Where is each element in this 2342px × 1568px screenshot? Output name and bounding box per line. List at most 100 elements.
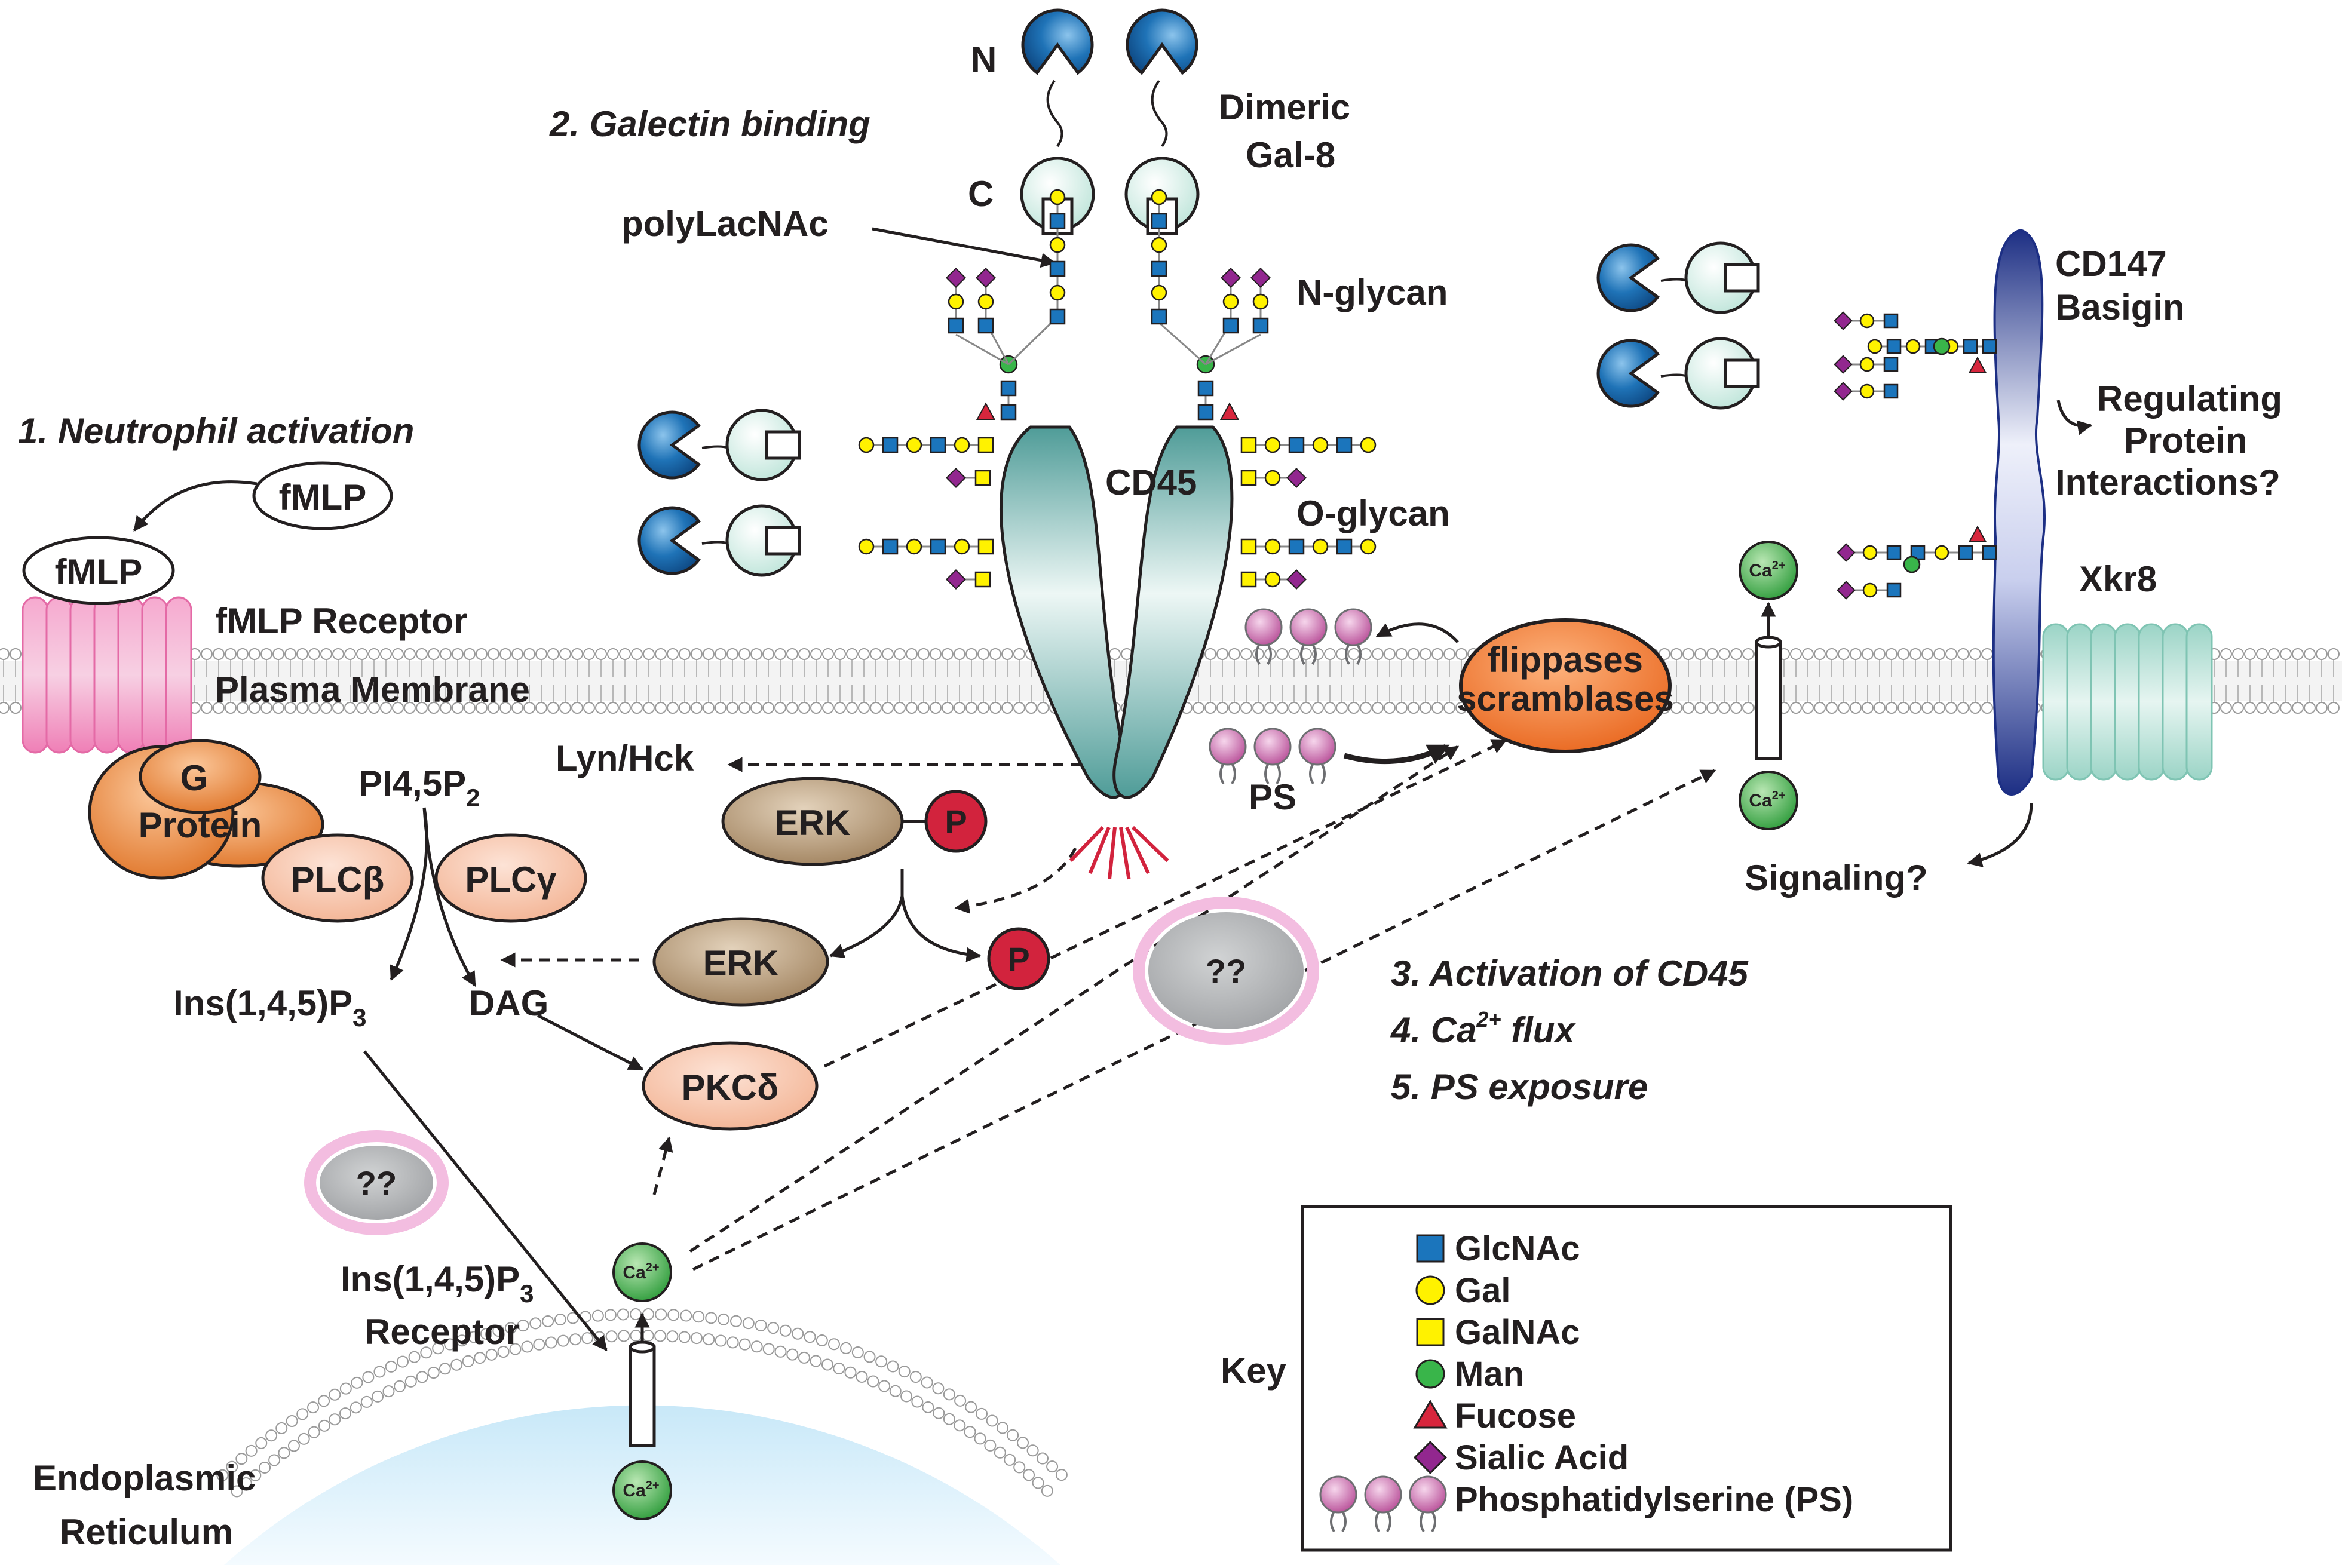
- lipid-head: [332, 648, 344, 660]
- label-lyn-hck: Lyn/Hck: [556, 738, 694, 778]
- lipid-head: [1862, 648, 1874, 660]
- lipid-head: [1360, 702, 1372, 714]
- glycan-sia: [1837, 581, 1856, 600]
- phosphate-group: P: [924, 790, 988, 853]
- er-lipid-head: [618, 1330, 630, 1342]
- er-lipid-head: [738, 1338, 751, 1351]
- glycan-gal: [1049, 237, 1066, 253]
- er-lipid-head: [474, 1352, 486, 1364]
- channel-top: [629, 1340, 656, 1354]
- galectin-binding-pocket: [1724, 263, 1760, 293]
- key-circle-symbol: [1415, 1275, 1445, 1305]
- label-ps: PS: [1249, 777, 1296, 817]
- glycan-gal: [1862, 582, 1878, 598]
- label-o-glycan: O-glycan: [1296, 493, 1450, 533]
- lipid-head: [1874, 648, 1886, 660]
- arrow-scramble-out: [1343, 744, 1450, 765]
- lipid-head: [2280, 702, 2292, 714]
- galectin-n-crd: [1126, 8, 1198, 75]
- glycan-gal: [954, 538, 970, 555]
- lipid-head: [738, 702, 750, 714]
- lipid-head: [726, 648, 738, 660]
- lipid-head: [260, 648, 272, 660]
- lipid-head: [1109, 648, 1121, 660]
- lipid-head: [1025, 702, 1037, 714]
- er-lipid-head: [878, 1380, 891, 1392]
- er-lipid-head: [887, 1360, 899, 1373]
- lipid-head: [559, 702, 571, 714]
- er-lipid-head: [318, 1395, 330, 1407]
- er-lipid-head: [275, 1422, 288, 1434]
- lipid-head: [1228, 702, 1240, 714]
- er-lipid-head: [703, 1333, 715, 1346]
- er-lipid-head: [1007, 1429, 1019, 1441]
- galectin-linker: [1046, 79, 1063, 148]
- arrow-flip-in: [1375, 622, 1459, 643]
- er-lipid-head: [416, 1371, 428, 1383]
- lipid-head: [1013, 648, 1025, 660]
- er-lipid-head: [504, 1322, 517, 1334]
- crd-shape: [1596, 339, 1660, 408]
- lipid-head: [1826, 648, 1838, 660]
- gal8-lower-left: [637, 504, 801, 577]
- glycan-gal: [1264, 571, 1281, 588]
- lipid-head: [583, 702, 595, 714]
- glycan-glcnac: [1963, 339, 1978, 354]
- n-glycan-core: [1197, 380, 1214, 421]
- glycan-gal: [1264, 437, 1281, 453]
- er-lipid-head: [932, 1382, 945, 1395]
- er-lipid-head: [462, 1355, 474, 1367]
- lipid-head: [1276, 702, 1288, 714]
- er-lipid-head: [268, 1454, 281, 1466]
- lipid-head: [954, 648, 965, 660]
- label-fmlp-receptor: fMLP Receptor: [215, 601, 467, 641]
- er-lipid-head: [705, 1312, 718, 1324]
- lipid-head: [1790, 648, 1802, 660]
- glycan-glcnac: [1000, 404, 1017, 421]
- glycan-sia: [1286, 467, 1307, 489]
- glycan-bond: [1158, 321, 1261, 366]
- lipid-head: [918, 648, 930, 660]
- arrow-p-release: [900, 895, 982, 962]
- er-lipid-head: [296, 1408, 309, 1420]
- er-lipid-head: [810, 1355, 822, 1367]
- ps-tails: [1255, 643, 1272, 665]
- ps-tails: [1219, 763, 1236, 785]
- galectin-binding-pocket: [1724, 358, 1760, 388]
- glycan-sia: [1250, 267, 1271, 289]
- er-lipid-head: [1046, 1460, 1059, 1473]
- lipid-head: [225, 648, 237, 660]
- unknown-label: ??: [1206, 952, 1246, 990]
- lipid-head: [1384, 702, 1396, 714]
- lipid-head: [691, 648, 703, 660]
- lipid-head: [918, 702, 930, 714]
- lipid-head: [965, 702, 977, 714]
- crd-shape: [637, 410, 701, 480]
- lipid-head: [2316, 702, 2328, 714]
- lipid-head: [1348, 702, 1360, 714]
- fmlp-free-label: fMLP: [279, 477, 367, 517]
- lipid-head: [583, 648, 595, 660]
- key-item-label: Sialic Acid: [1455, 1438, 1629, 1477]
- o-glycan-sia-left: [945, 569, 991, 590]
- plc-gamma-label: PLCγ: [465, 860, 557, 900]
- lipid-head: [810, 702, 822, 714]
- er-lipid-head: [911, 1395, 924, 1408]
- plasma-membrane-ca-channel: [1755, 636, 1782, 760]
- receptor-helix: [117, 596, 145, 754]
- lipid-head: [1001, 702, 1013, 714]
- phosphate-circle: [924, 790, 988, 853]
- lipid-head: [1945, 702, 1957, 714]
- er-lipid-head: [680, 1309, 692, 1322]
- heading-activation-cd45: 3. Activation of CD45: [1391, 953, 1749, 993]
- lipid-head: [249, 702, 260, 714]
- lipid-head: [1909, 702, 1921, 714]
- lipid-head: [643, 702, 655, 714]
- lipid-head: [750, 648, 762, 660]
- lipid-head: [1420, 702, 1431, 714]
- lipid-head: [535, 648, 547, 660]
- cd45-dimer: [1000, 425, 1234, 880]
- lipid-head: [810, 648, 822, 660]
- er-lipid-head: [385, 1360, 397, 1373]
